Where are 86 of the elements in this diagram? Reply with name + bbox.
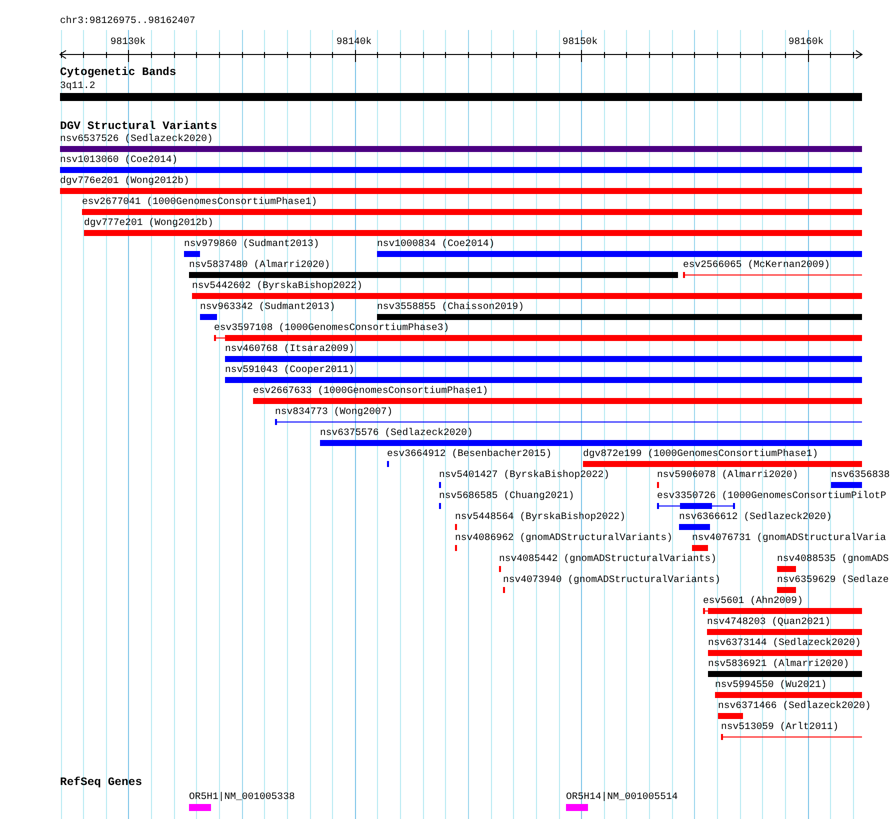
feature-label: nsv979860 (Sudmant2013) (184, 238, 320, 249)
feature-bar (60, 167, 862, 173)
band-label: 3q11.2 (60, 80, 96, 91)
feature-label: nsv5836921 (Almarri2020) (708, 658, 850, 669)
feature-label: nsv6537526 (Sedlazeck2020) (60, 133, 213, 144)
feature-label: dgv776e201 (Wong2012b) (60, 175, 190, 186)
feature-bar (703, 608, 862, 614)
feature-label: nsv4073940 (gnomADStructuralVariants) (503, 574, 721, 585)
feature-label: nsv4086962 (gnomADStructuralVariants) (455, 532, 673, 543)
feature-label: esv3664912 (Besenbacher2015) (387, 448, 552, 459)
feature-label: nsv4748203 (Quan2021) (707, 616, 830, 627)
feature-label: esv2667633 (1000GenomesConsortiumPhase1) (253, 385, 488, 396)
gene-label: OR5H14|NM_001005514 (566, 791, 678, 802)
feature-label: dgv777e201 (Wong2012b) (84, 217, 214, 228)
feature-bar (82, 209, 862, 215)
feature-bar (84, 230, 862, 236)
feature-bar (692, 545, 708, 551)
feature-label: nsv5401427 (ByrskaBishop2022) (439, 469, 610, 480)
feature-bar (707, 629, 862, 635)
feature-bar (718, 713, 743, 719)
feature-label: nsv963342 (Sudmant2013) (200, 301, 336, 312)
feature-label: nsv6375576 (Sedlazeck2020) (320, 427, 473, 438)
feature-bar (679, 524, 710, 530)
feature-label: nsv6366612 (Sedlazeck2020) (679, 511, 832, 522)
feature-label: nsv5442602 (ByrskaBishop2022) (192, 280, 362, 291)
feature-bar (189, 272, 678, 278)
feature-bar (683, 272, 862, 278)
feature-label: nsv5686585 (Chuang2021) (439, 490, 574, 501)
feature-label: nsv460768 (Itsara2009) (225, 343, 354, 354)
feature-label: nsv6359629 (Sedlaze (777, 574, 889, 585)
feature-label: nsv1013060 (Coe2014) (60, 154, 178, 165)
tick-label: 98160k (788, 36, 824, 47)
feature-label: esv5601 (Ahn2009) (703, 595, 803, 606)
tick-label: 98140k (336, 36, 372, 47)
gene-bar (189, 804, 211, 811)
feature-bar (377, 314, 862, 320)
tick-label: 98130k (110, 36, 146, 47)
feature-bar (721, 734, 862, 740)
gene-label: OR5H1|NM_001005338 (189, 791, 295, 802)
feature-label: nsv6356838 (831, 469, 890, 480)
feature-bar (377, 251, 862, 257)
feature-label: nsv1000834 (Coe2014) (377, 238, 495, 249)
feature-label: nsv5448564 (ByrskaBishop2022) (455, 511, 626, 522)
feature-bar (225, 356, 862, 362)
feature-bar (214, 335, 862, 341)
feature-label: nsv6371466 (Sedlazeck2020) (718, 700, 871, 711)
feature-label: nsv5837480 (Almarri2020) (189, 259, 330, 270)
feature-label: nsv5994550 (Wu2021) (715, 679, 827, 690)
feature-bar (192, 293, 862, 299)
feature-label: nsv834773 (Wong2007) (275, 406, 393, 417)
feature-bar (583, 461, 862, 467)
feature-label: nsv513059 (Arlt2011) (721, 721, 839, 732)
feature-bar (60, 188, 862, 194)
feature-label: esv3597108 (1000GenomesConsortiumPhase3) (214, 322, 450, 333)
gene-bar (566, 804, 588, 811)
feature-bar (184, 251, 200, 257)
tick-label: 98150k (562, 36, 598, 47)
track-heading: DGV Structural Variants (60, 122, 218, 133)
feature-label: nsv6373144 (Sedlazeck2020) (708, 637, 861, 648)
feature-label: nsv4088535 (gnomADS (777, 553, 889, 564)
feature-label: esv3350726 (1000GenomesConsortiumPilotP (657, 490, 886, 501)
feature-bar (60, 146, 862, 152)
feature-bar (275, 419, 862, 425)
position-label: chr3:98126975..98162407 (60, 15, 196, 26)
feature-label: nsv5906078 (Almarri2020) (657, 469, 798, 480)
feature-bar (831, 482, 862, 488)
feature-label: nsv4076731 (gnomADStructuralVaria (692, 532, 886, 543)
cytoband-bar (60, 93, 862, 101)
feature-bar (715, 692, 862, 698)
feature-bar (777, 587, 796, 593)
track-heading: RefSeq Genes (60, 778, 142, 789)
feature-label: esv2677041 (1000GenomesConsortiumPhase1) (82, 196, 318, 207)
feature-bar (200, 314, 217, 320)
feature-bar (225, 377, 862, 383)
feature-bar (708, 671, 862, 677)
feature-label: nsv591043 (Cooper2011) (225, 364, 354, 375)
feature-bar (657, 503, 735, 509)
feature-bar (708, 650, 862, 656)
feature-label: nsv3558855 (Chaisson2019) (377, 301, 524, 312)
feature-bar (253, 398, 862, 404)
feature-bar (777, 566, 796, 572)
feature-bar (320, 440, 862, 446)
feature-label: dgv872e199 (1000GenomesConsortiumPhase1) (583, 448, 818, 459)
track-heading: Cytogenetic Bands (60, 68, 176, 79)
feature-label: esv2566065 (McKernan2009) (683, 259, 830, 270)
feature-label: nsv4085442 (gnomADStructuralVariants) (499, 553, 717, 564)
